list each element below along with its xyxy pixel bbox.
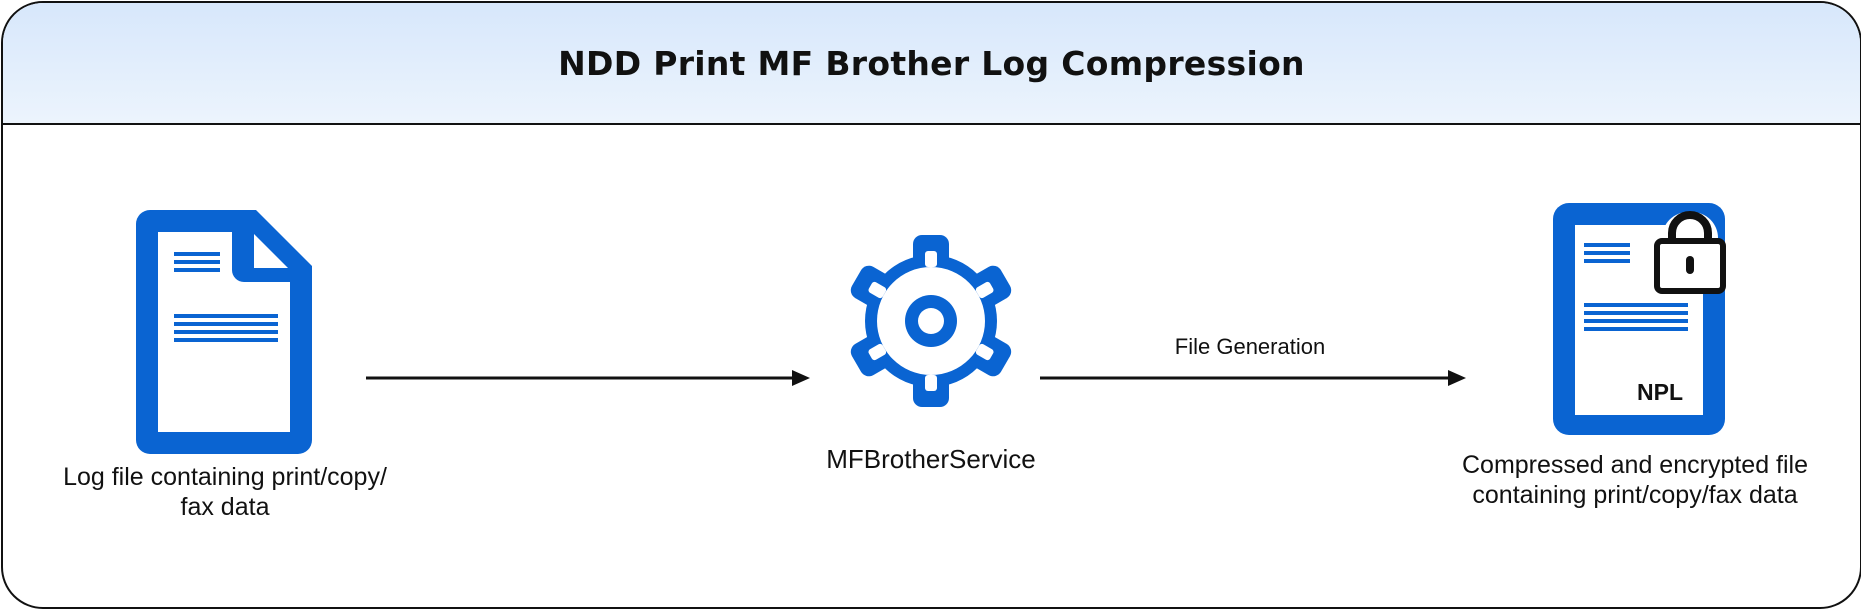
lock-icon [1654,211,1726,294]
gear-icon [850,235,1012,407]
source-label: Log file containing print/copy/ fax data [20,462,430,522]
diagram-title: NDD Print MF Brother Log Compression [558,43,1305,83]
output-label-line2: containing print/copy/fax data [1472,481,1798,509]
diagram-header: NDD Print MF Brother Log Compression [3,3,1860,125]
edge-label-file-generation: File Generation [1174,334,1326,359]
output-label-line1: Compressed and encrypted file [1461,451,1809,479]
service-label: MFBrotherService [826,444,1036,474]
output-label: Compressed and encrypted file containing… [1430,450,1840,510]
arrow-service-to-output [1040,370,1466,386]
source-label-line2: fax data [180,493,270,521]
document-icon [136,210,312,454]
arrow-source-to-service [366,370,810,386]
source-label-line1: Log file containing print/copy/ [63,463,387,491]
encrypted-document-icon [1553,203,1725,435]
npl-badge: NPL [1637,379,1683,405]
